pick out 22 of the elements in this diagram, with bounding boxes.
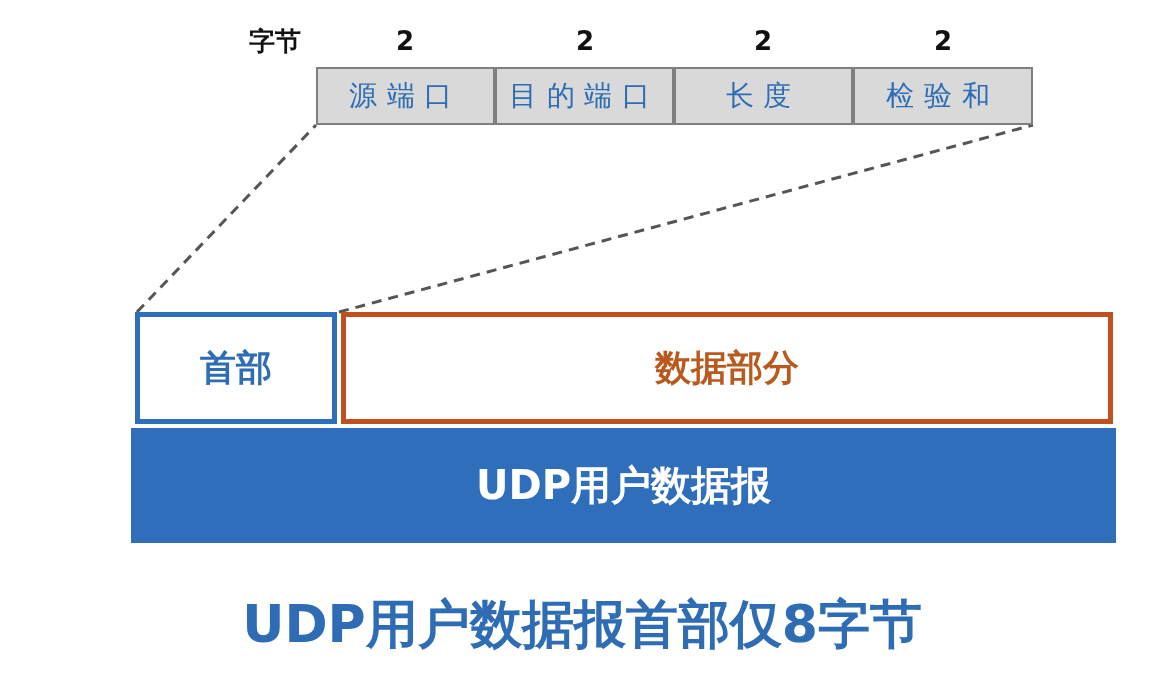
dashed-line <box>135 123 318 314</box>
datagram-bar <box>131 428 1116 543</box>
byte-count: 2 <box>753 26 773 56</box>
field-name: 检验和 <box>886 78 1000 114</box>
caption: UDP用户数据报首部仅8字节 <box>241 593 923 656</box>
segment-label: 数据部分 <box>655 345 799 390</box>
field-name: 长度 <box>725 78 802 114</box>
field-name: 源端口 <box>348 78 463 114</box>
unit-label: 字节 <box>249 25 301 58</box>
byte-count: 2 <box>933 26 953 56</box>
field-name: 目的端口 <box>508 78 661 114</box>
data-segment <box>341 312 1113 424</box>
segment-label: 首部 <box>200 345 272 390</box>
byte-count: 2 <box>575 26 595 56</box>
datagram-label: UDP用户数据报 <box>476 461 771 510</box>
header-segment <box>135 312 337 424</box>
header-field <box>674 67 853 125</box>
header-field <box>495 67 674 125</box>
dashed-line <box>338 123 1034 314</box>
byte-count: 2 <box>395 26 415 56</box>
header-field <box>853 67 1033 125</box>
header-field <box>316 67 495 125</box>
